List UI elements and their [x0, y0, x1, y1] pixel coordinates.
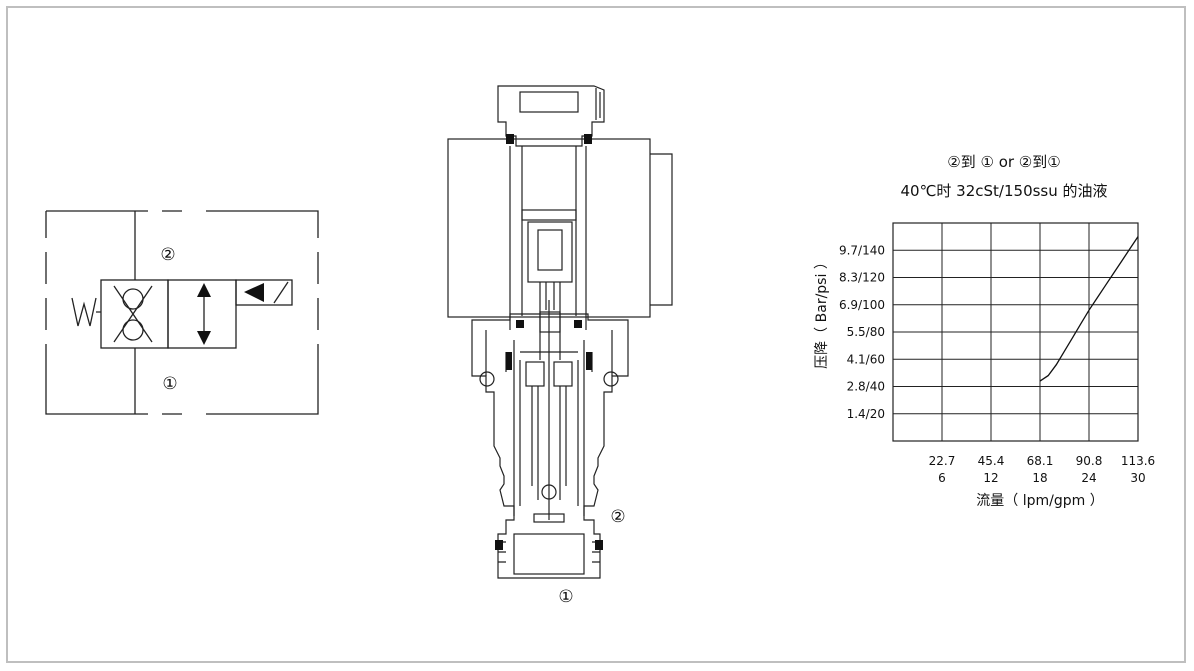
chart-y-tick-label: 1.4/20	[847, 407, 885, 421]
chart-x-tick-label-gpm: 24	[1081, 471, 1096, 485]
chart-title-line2: 40℃时 32cSt/150ssu 的油液	[900, 182, 1107, 200]
spring	[71, 297, 101, 327]
chart-x-tick-label-gpm: 6	[938, 471, 946, 485]
chart-grid	[892, 222, 1139, 442]
section-port-1-label: ①	[558, 587, 573, 607]
chart-y-tick-label: 9.7/140	[839, 243, 885, 257]
chart-ylabel: 压降（ Bar/psi ）	[814, 255, 830, 369]
symbol-port-1-label: ①	[162, 374, 177, 394]
armature-tube	[509, 146, 587, 330]
chart-y-tick-label: 2.8/40	[847, 380, 885, 394]
chart-x-tick-label-lpm: 90.8	[1076, 454, 1103, 468]
chart-x-tick-label-gpm: 18	[1032, 471, 1047, 485]
chart-title-line1: ②到 ① or ②到①	[947, 153, 1060, 171]
coil-nut	[497, 85, 605, 147]
solenoid-box	[235, 279, 293, 306]
chart-y-tick-label: 4.1/60	[847, 352, 885, 366]
chart-y-ticks: 1.4/20 2.8/40 4.1/60 5.5/80 6.9/100 8.3/120 9.…	[839, 243, 885, 421]
chart-y-tick-label: 6.9/100	[839, 298, 885, 312]
chart-x-tick-label-lpm: 68.1	[1027, 454, 1054, 468]
chart-xlabel: 流量（ lpm/gpm ）	[976, 493, 1103, 509]
chart-x-tick-label-lpm: 45.4	[978, 454, 1005, 468]
section-port-2-label: ②	[610, 507, 625, 527]
figure-frame	[6, 6, 1186, 663]
chart-y-tick-label: 8.3/120	[839, 271, 885, 285]
symbol-port-2-label: ②	[160, 245, 175, 265]
chart-x-tick-label-lpm: 22.7	[929, 454, 956, 468]
chart-x-ticks: 22.7 6 45.4 12 68.1 18 90.8 24 113.6 30	[929, 454, 1156, 485]
chart-x-tick-label-lpm: 113.6	[1121, 454, 1155, 468]
chart-x-tick-label-gpm: 12	[983, 471, 998, 485]
chart-x-tick-label-gpm: 30	[1130, 471, 1145, 485]
symbol-enclosure	[45, 210, 319, 415]
chart-y-tick-label: 5.5/80	[847, 325, 885, 339]
chart-series-line	[1039, 236, 1139, 382]
envelope-open	[167, 279, 237, 349]
